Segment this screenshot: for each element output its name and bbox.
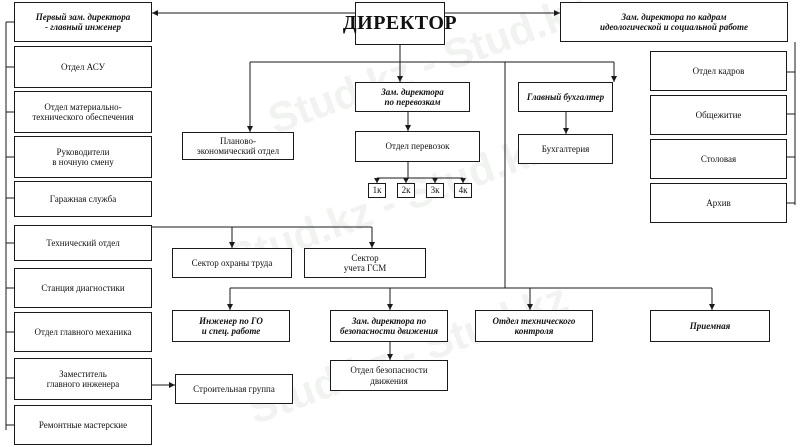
accounting-dept: Бухгалтерия	[518, 134, 613, 164]
transport-dept: Отдел перевозок	[355, 131, 480, 162]
right-item-dormitory: Общежитие	[650, 95, 787, 135]
right-item-hr-dept: Отдел кадров	[650, 51, 787, 91]
fuel-accounting-sector: Сектор учета ГСМ	[304, 248, 426, 278]
left-item-technical: Технический отдел	[14, 225, 152, 261]
deputy-director-hr: Зам. директора по кадрам идеологической …	[560, 2, 788, 42]
technical-control-dept: Отдел технического контроля	[475, 310, 593, 342]
right-item-canteen: Столовая	[650, 139, 787, 179]
right-item-archive: Архив	[650, 183, 787, 223]
deputy-director-traffic-safety: Зам. директора по безопасности движения	[330, 310, 448, 342]
reception: Приемная	[650, 310, 770, 342]
construction-group: Строительная группа	[175, 374, 293, 404]
traffic-safety-dept: Отдел безопасности движения	[330, 360, 448, 391]
left-item-night-shift: Руководители в ночную смену	[14, 136, 152, 178]
left-item-garage: Гаражная служба	[14, 181, 152, 217]
left-item-deputy-chief-engineer: Заместитель главного инженера	[14, 358, 152, 400]
director-box: ДИРЕКТОР	[343, 2, 457, 45]
deputy-director-transport: Зам. директора по перевозкам	[355, 82, 470, 112]
left-item-chief-mechanic: Отдел главного механика	[14, 312, 152, 352]
planning-economic-dept: Планово- экономический отдел	[182, 132, 294, 160]
first-deputy-chief-engineer: Первый зам. директора - главный инженер	[14, 2, 152, 42]
left-item-diagnostics: Станция диагностики	[14, 268, 152, 308]
left-item-mto: Отдел материально- технического обеспече…	[14, 91, 152, 133]
left-item-repair-shops: Ремонтные мастерские	[14, 405, 152, 445]
column-2k: 2к	[397, 183, 415, 198]
column-3k: 3к	[426, 183, 444, 198]
labor-safety-sector: Сектор охраны труда	[172, 248, 292, 278]
engineer-civil-defense: Инженер по ГО и спец. работе	[172, 310, 290, 342]
column-4k: 4к	[454, 183, 472, 198]
left-item-asu: Отдел АСУ	[14, 46, 152, 88]
chief-accountant: Главный бухгалтер	[518, 82, 613, 112]
column-1k: 1к	[368, 183, 386, 198]
